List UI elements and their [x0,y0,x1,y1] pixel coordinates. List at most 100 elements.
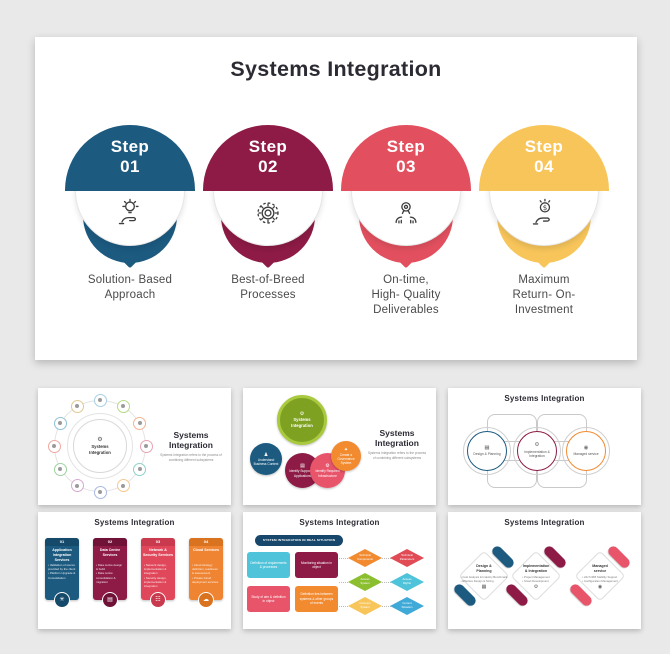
wheel-satellite [53,416,67,430]
flow-banner: SYSTEM INTEGRATION IN REAL SITUATION [255,535,343,546]
diamond-card-heading: Design & Planning [476,564,492,573]
wheel-satellite [139,439,153,453]
connector-line [339,582,348,583]
card-heading: Application Integration Services [52,548,72,562]
diamond-card-bullets: • Project Management • Smart Development [522,575,550,584]
thumb-text-block: Systems Integration Systems Integration … [158,430,224,463]
mini-icon [121,483,125,488]
mini-icon [144,444,148,448]
flow-diamond: Access System [348,573,382,591]
quality-hands-icon [395,202,417,224]
wheel-satellite [116,399,130,413]
support-icon: ◉ [597,583,603,590]
step-number: 02 [258,157,278,177]
mini-icon [58,467,63,471]
thumb-side-subtitle: Systems Integration refers to the proces… [160,453,222,463]
shield-icon: ✦ [343,446,349,453]
service-card: 04 Cloud Services • Cloud strategy defin… [189,538,223,608]
card-number: 03 [141,538,175,546]
wheel-satellite [70,399,84,413]
wheel-hub-label: Systems Integration [89,444,111,455]
diamond-card-bullets: • 24x7x365 Stability Support • Configura… [582,575,618,584]
flow-box: Definition of requirements & processes [247,552,290,578]
ring-item: ▦ Design & Planning [467,431,507,471]
mini-icon [58,421,63,425]
connector-line [339,606,348,607]
cluster-item: ♟ Understand Business Context [250,443,282,475]
cluster-item-label: Create a Governance System [337,452,355,466]
wheel-satellite [116,479,130,493]
thumb-title: Systems Integration [299,518,380,527]
decor-ring [513,427,561,475]
card-icon-circle: ▤ [102,592,118,608]
step-word: Step [386,137,426,156]
ring-item-label: Design & Planning [473,452,501,457]
document-icon: ▤ [300,463,305,470]
page-title: Systems Integration [230,57,442,81]
gear-icon: ⚙ [325,463,330,470]
ring-item: ⚙ Implementation & Integration [517,431,557,471]
thumb-title: Systems Integration [94,518,175,527]
thumbnail-diamond-cards-slide[interactable]: Systems Integration Design & Planning • … [448,512,641,629]
cluster-item: ✦ Create a Governance System [331,441,361,471]
thumbnail-wheel-slide[interactable]: ⚙ Systems Integration Systems Integratio… [38,388,231,505]
card-heading: Network & Security Services [143,548,173,557]
diamond-card-text: Managed service • 24x7x365 Stability Sup… [576,556,624,598]
cloud-icon: ☁ [203,597,209,603]
thumbnail-flow-slide[interactable]: Systems Integration SYSTEM INTEGRATION I… [243,512,436,629]
thumb-side-subtitle: Systems Integration refers to the proces… [367,451,427,461]
thumb-text-block: Systems Integration Systems Integration … [367,428,427,461]
headset-icon: ◉ [583,444,589,451]
wheel-satellite [133,416,147,430]
connector-line [339,558,348,559]
card-number: 02 [93,538,127,546]
cluster-item-label: Identify Required Infrastructure [315,469,340,478]
service-card: 01 Application Integration Services • Va… [45,538,79,608]
service-card: 03 Network & Security Services • Network… [141,538,175,608]
svg-text:$: $ [543,203,547,212]
connector-line [382,582,391,583]
idea-hand-icon [118,198,139,225]
decor-ring [562,427,610,475]
thumbnail-cluster-slide[interactable]: ⚙ Systems Integration ♟ Understand Busin… [243,388,436,505]
card-bullets: • Network design, implementation & integ… [144,563,167,589]
mini-icon [121,404,125,409]
mini-icon [137,421,142,425]
thumbnail-cards-slide[interactable]: Systems Integration 01 Application Integ… [38,512,231,629]
wheel-satellite [93,393,107,407]
flow-diamond: Technical Parameters [390,549,424,567]
thumbnail-rings-slide[interactable]: Systems Integration ▦ Design & Planning … [448,388,641,505]
thumb-side-title: Systems Integration [375,428,419,449]
card-bullets: • Data centre design & build • Data cent… [96,563,123,584]
mini-icon [75,404,79,409]
thumb-side-title: Systems Integration [169,430,213,451]
gear-icon: ⚙ [97,437,103,444]
server-icon: ▤ [107,597,113,603]
diamond-card-bullets: • Cost Analysis & Industry Benchmark • E… [460,575,508,584]
step-word: Step [248,137,288,156]
cluster-hub: ⚙ Systems Integration [277,395,327,445]
gear-icon: ⚙ [533,583,539,590]
step-caption: Solution- Based Approach [87,274,173,301]
card-bullets: • Cloud strategy definition, readiness &… [192,563,219,584]
step-caption: On-time, High- Quality Deliverables [371,274,441,316]
gear-icon: ⚙ [299,411,305,418]
wheel-satellite [47,439,61,453]
flow-box: Definition ties between systems & other … [295,586,338,612]
decor-ring [463,427,511,475]
mini-icon [98,398,102,402]
thumb-title: Systems Integration [504,394,585,403]
step-word: Step [110,137,150,156]
gear-icon: ⚙ [534,442,540,449]
card-icon-circle: ✳ [54,592,70,608]
